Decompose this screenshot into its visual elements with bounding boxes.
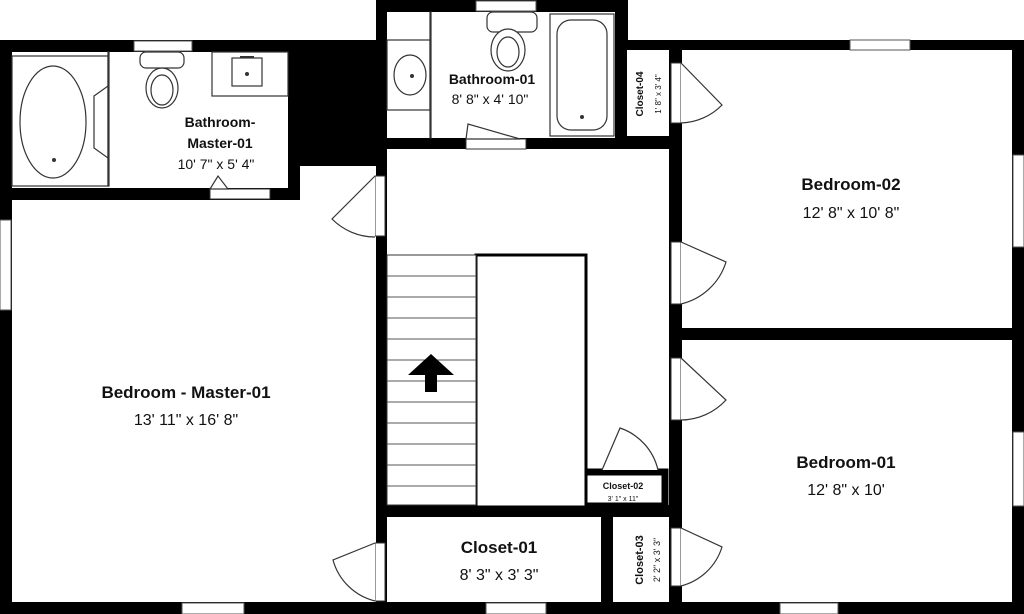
tub-step [93,84,109,160]
room-name-bathroom-master-line2: Master-01 [187,135,253,151]
window-bedroom02-east [1012,154,1024,248]
room-dims-bedroom-master: 13' 11" x 16' 8" [134,412,238,429]
floor-closet-04 [627,50,669,136]
floor-closet-01 [387,517,601,602]
stairs [386,254,477,506]
floor-bedroom-01 [682,340,1012,602]
room-name-bedroom-master: Bedroom - Master-01 [101,383,270,402]
stair-treads [387,275,476,487]
room-dims-closet-01: 8' 3" x 3' 3" [460,567,539,584]
bathtub-basin-icon [19,65,87,179]
room-dims-bedroom-02: 12' 8" x 10' 8" [803,205,900,222]
room-name-closet-03: Closet-03 [634,535,646,585]
door-master-bath [209,188,271,200]
window-master-south [181,602,245,614]
door-master-jamb-2 [374,542,386,602]
door-bed02-jamb [670,241,682,305]
room-name-bedroom-02: Bedroom-02 [801,175,900,194]
doors [208,62,727,602]
door-bedroom-02 [680,241,727,305]
door-closet03-jamb [670,527,682,587]
sink-icon [393,54,427,96]
door-master-bath-leaf [208,174,230,190]
bath01-fixtures [386,11,615,139]
door-closet04-jamb [670,62,682,124]
window-bedroom01-east [1012,431,1024,507]
door-master-bedroom [331,175,376,238]
door-bed01-jamb [670,357,682,421]
window-bedroom02-north [849,39,911,51]
door-closet-02 [601,427,659,471]
door-master-closet [332,542,376,602]
room-name-closet-01: Closet-01 [461,538,538,557]
master-bath-fixtures [11,51,289,187]
floor-closet-03 [613,517,669,602]
window-master-bath [133,40,193,52]
room-dims-bathroom-01: 8' 8" x 4' 10" [452,91,529,107]
room-dims-closet-03: 2' 2" x 3' 3" [652,538,662,582]
room-dims-bedroom-01: 12' 8" x 10' [807,482,885,499]
floor-bedroom-master [12,166,376,602]
bathtub-basin-icon [556,19,608,131]
floor-closet-02 [588,480,658,504]
room-dims-closet-02: 3' 1" x 11" [608,496,639,503]
door-bedroom-01 [680,357,727,421]
door-master-jamb [374,175,386,237]
floor-bedroom-02 [682,50,1012,328]
door-bath01 [465,138,527,150]
room-name-bathroom-01: Bathroom-01 [449,71,536,87]
up-arrow-icon [408,354,454,392]
toilet-tank-icon [139,51,185,69]
door-bath01-leaf [465,123,521,140]
room-name-closet-02: Closet-02 [603,481,644,491]
room-dims-closet-04: 1' 8" x 3' 4" [654,74,663,114]
room-dims-bathroom-master: 10' 7" x 5' 4" [178,156,255,172]
window-bath01 [475,0,537,12]
room-labels: Bedroom - Master-01 13' 11" x 16' 8" Bat… [101,71,900,585]
room-name-bedroom-01: Bedroom-01 [796,453,895,472]
window-bedroom01-south [779,602,839,614]
window-closet01-south [485,602,547,614]
window-master-west [0,219,12,311]
door-closet-03 [680,527,723,587]
room-name-bathroom-master-line1: Bathroom- [185,114,256,130]
stair-well-wall [474,253,588,509]
room-name-closet-04: Closet-04 [635,71,646,116]
door-closet-04 [680,62,723,124]
